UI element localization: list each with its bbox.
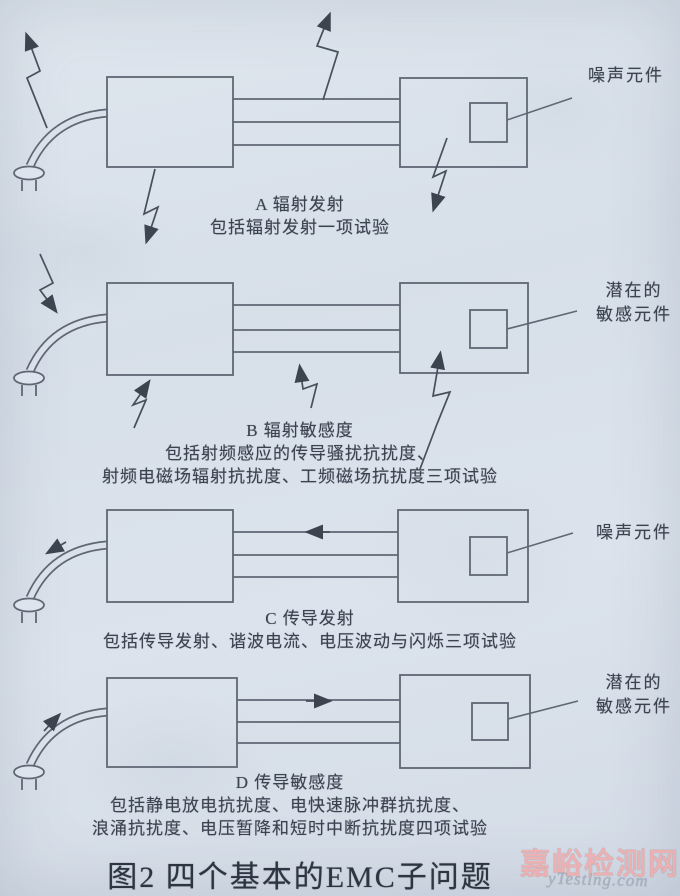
sensitive-component-label: 潜在的 敏感元件 [584,279,680,327]
caption-tests: 包括传导发射、谐波电流、电压波动与闪烁三项试验 [103,632,517,651]
lightning-arrow-icon [419,350,452,470]
coupled-device-box [399,674,531,769]
label-line: 敏感元件 [596,697,672,716]
diagram-a-caption: A 辐射发射 包括辐射发射一项试验 [100,193,500,239]
caption-title: A 辐射发射 [255,195,345,214]
figure-title: 图2 四个基本的EMC子问题 [107,861,493,894]
diagram-a-radiated-emission [13,11,573,245]
lightning-arrow-icon [130,379,151,429]
component-box [469,309,508,349]
label-line: 潜在的 [605,281,663,300]
caption-tests: 浪涌抗扰度、电压暂降和短时中断抗扰度四项试验 [92,819,488,838]
caption-tests: 射频电磁场辐射抗扰度、工频磁场抗扰度三项试验 [102,467,498,486]
caption-title: C 传导发射 [265,609,355,628]
lightning-arrow-icon [315,11,340,101]
conduction-direction-arrows [44,524,330,555]
diagram-d-caption: D 传导敏感度 包括静电放电抗扰度、电快速脉冲群抗扰度、 浪涌抗扰度、电压暂降和… [30,771,550,840]
power-cable-hollow [27,315,108,373]
diagram-d-conducted-susceptibility [13,674,579,790]
coupled-device-box [397,509,529,603]
power-cable-hollow [27,542,108,600]
diagram-b-radiated-susceptibility [13,253,578,470]
power-plug-icon [13,165,45,191]
component-box [469,536,508,576]
power-plug-icon [13,597,45,623]
label-line: 噪声元件 [596,523,672,542]
diagram-c-caption: C 传导发射 包括传导发射、谐波电流、电压波动与闪烁三项试验 [60,607,560,653]
sensitive-component-label: 潜在的 敏感元件 [584,671,680,719]
coupled-device-box [399,77,528,168]
power-cable-hollow [27,110,108,168]
caption-title: D 传导敏感度 [235,773,345,792]
radiation-lightning-arrows [24,11,448,245]
label-line: 敏感元件 [596,305,672,324]
component-box [471,702,509,741]
cable-direction-arrow-icon [44,538,67,555]
noise-component-label: 噪声元件 [582,521,680,545]
diagram-b-caption: B 辐射敏感度 包括射频感应的传导骚扰抗扰度、 射频电磁场辐射抗扰度、工频磁场抗… [40,419,560,488]
coupled-device-box [399,282,529,374]
label-pointer-line [506,97,573,121]
radiation-lightning-arrows [38,253,452,470]
label-pointer-line [507,700,579,720]
equipment-box [106,76,234,168]
cable-direction-arrow-icon [42,712,62,732]
label-pointer-line [506,310,578,330]
equipment-box [106,677,238,768]
power-plug-icon [13,764,45,790]
label-line: 噪声元件 [588,66,664,85]
noise-component-label: 噪声元件 [574,64,678,88]
watermark-site-name: 嘉峪检测网 [520,848,680,881]
conduction-direction-arrows [42,693,333,732]
power-plug-icon [13,370,45,396]
equipment-box [106,509,234,603]
lightning-arrow-icon [38,253,58,314]
diagram-c-conducted-emission [13,509,574,623]
caption-tests: 包括射频感应的传导骚扰抗扰度、 [165,444,435,463]
component-box [469,102,508,143]
label-line: 潜在的 [605,673,663,692]
equipment-box [106,282,234,376]
lightning-arrow-icon [431,137,448,213]
lightning-arrow-icon [294,363,319,409]
caption-title: B 辐射敏感度 [246,421,354,440]
caption-tests: 包括静电放电抗扰度、电快速脉冲群抗扰度、 [110,796,470,815]
label-pointer-line [506,532,574,554]
lightning-arrow-icon [142,168,160,245]
lightning-arrow-icon [24,31,48,129]
caption-tests: 包括辐射发射一项试验 [210,218,390,237]
